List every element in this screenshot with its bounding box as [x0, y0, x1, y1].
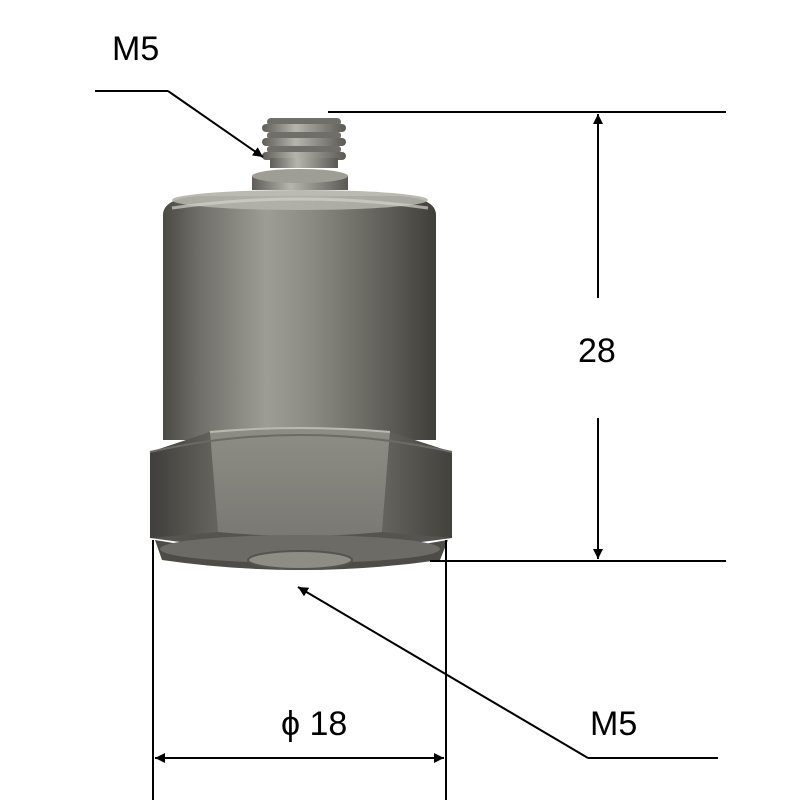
height-label: 28	[578, 332, 616, 370]
top-thread-label: M5	[112, 30, 159, 68]
bottom-thread-label: M5	[590, 705, 637, 743]
bottom-m5-leader-arrow	[297, 586, 589, 759]
dimension-lines	[95, 90, 726, 800]
sensor-body	[149, 118, 453, 570]
top-m5-leader-arrow	[167, 90, 264, 158]
cylinder-housing	[163, 190, 436, 440]
bottom-thread-hole	[247, 550, 353, 570]
hex-base	[149, 427, 453, 570]
diameter-label: ϕ 18	[281, 705, 347, 743]
top-thread-stud	[252, 118, 348, 190]
